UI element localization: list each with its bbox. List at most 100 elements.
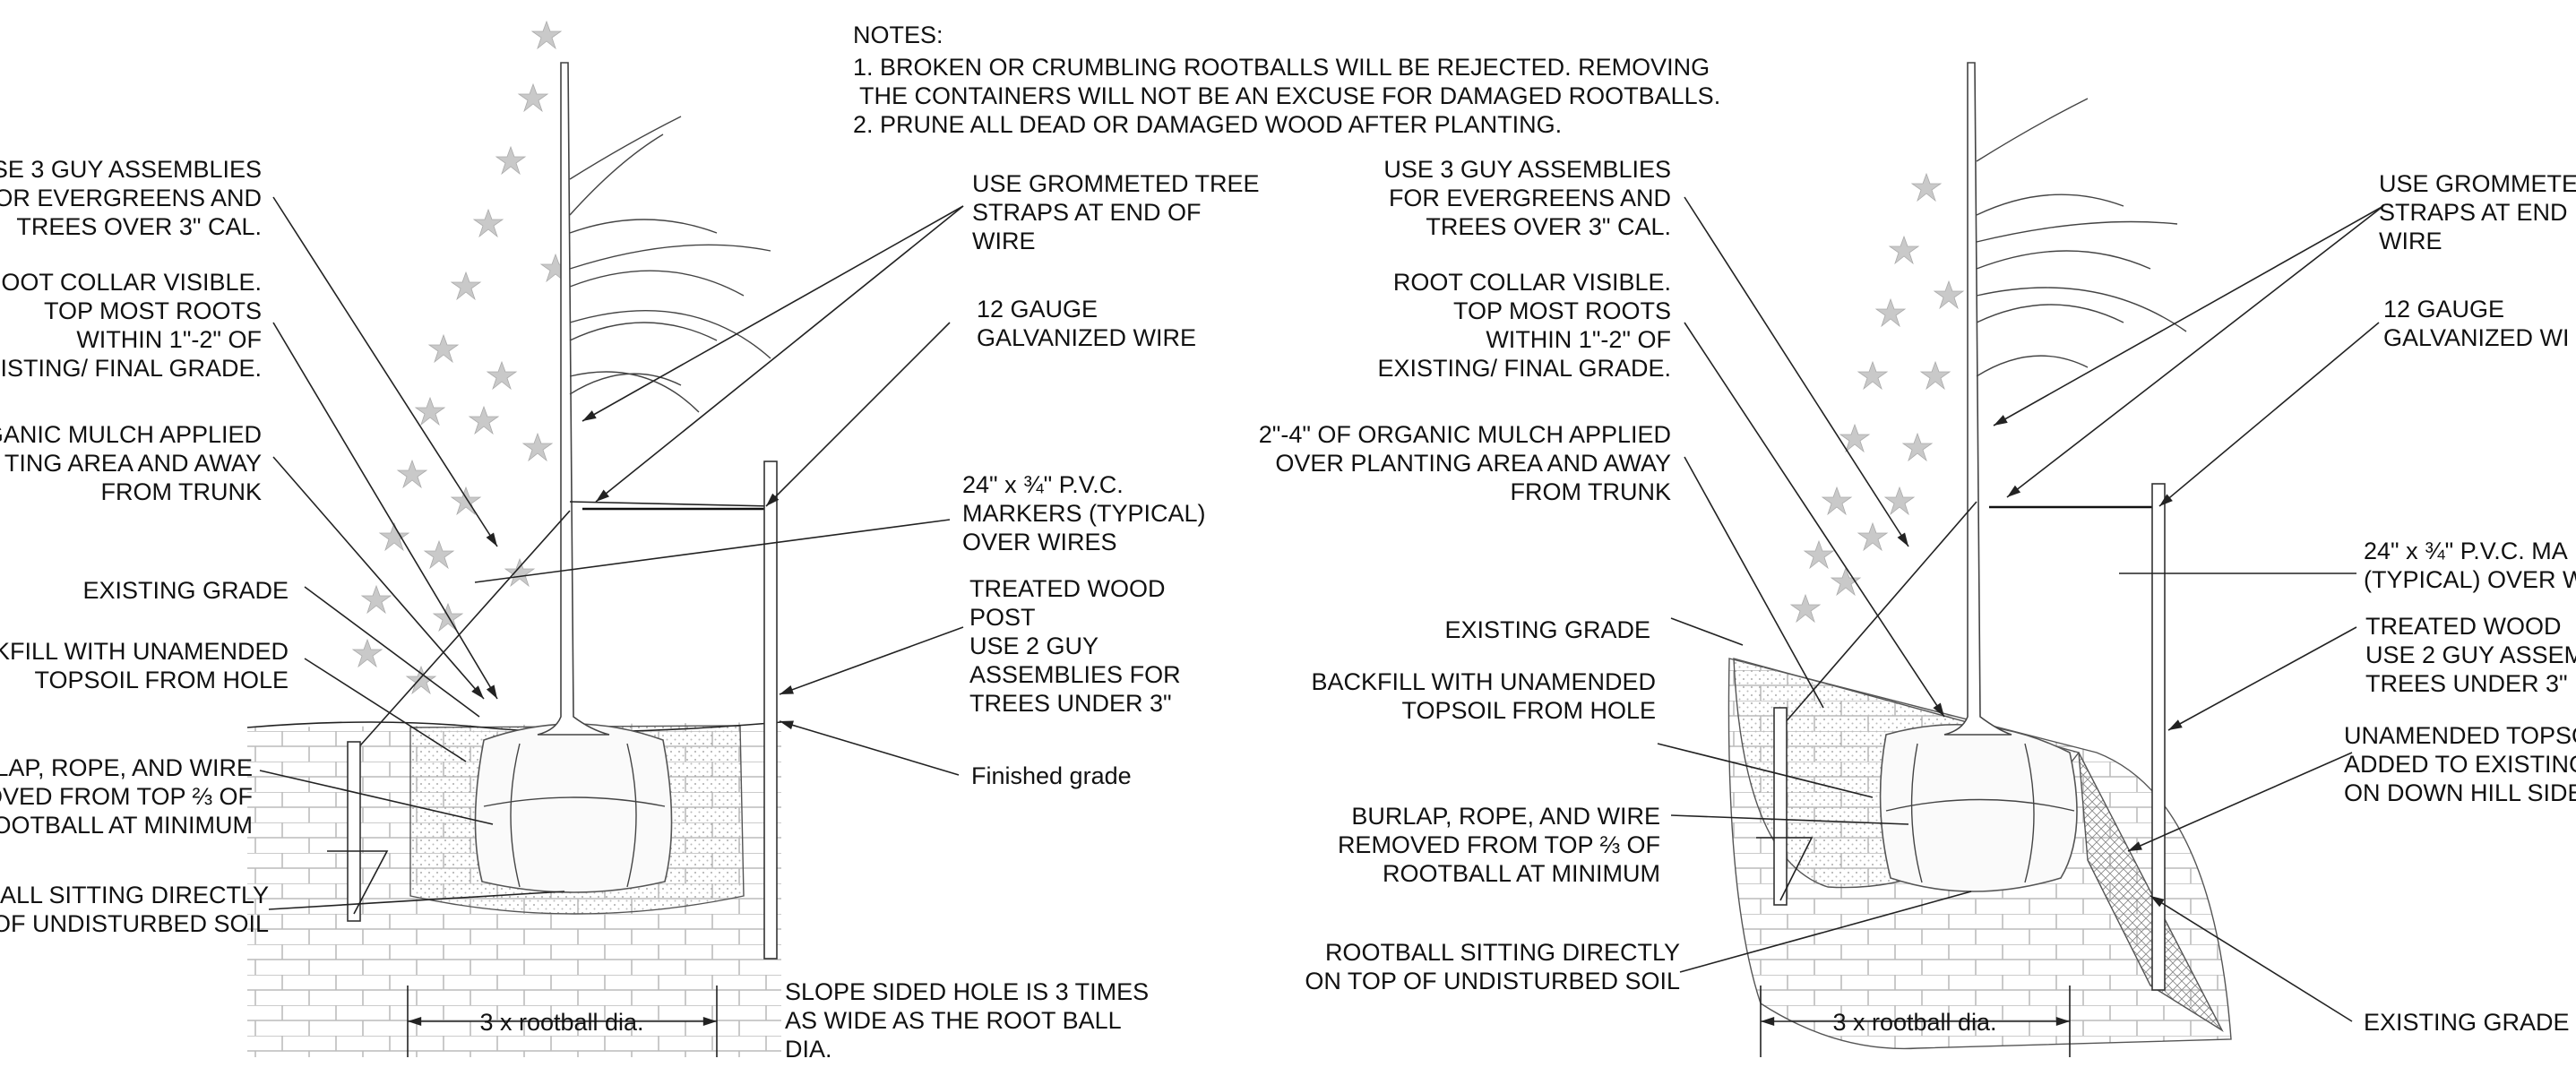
right-detail-graphics — [1727, 62, 2232, 1050]
left-dim-label-line: 3 x rootball dia. — [479, 1009, 643, 1036]
leader-arrowhead — [471, 685, 484, 699]
left-straps-label-line: WIRE — [972, 228, 1036, 254]
leader-arrowhead — [780, 720, 794, 730]
right-grade2-label: EXISTING GRADE — [2364, 1009, 2570, 1036]
notes-items-line: 2. PRUNE ALL DEAD OR DAMAGED WOOD AFTER … — [853, 111, 1562, 138]
leader-arrowhead — [2159, 494, 2173, 506]
right-collar-label-line: WITHIN 1"-2" OF — [1486, 326, 1671, 353]
right-post-label-line: TREES UNDER 3" — [2365, 670, 2568, 697]
left-finished-grade-line — [246, 721, 782, 733]
leader-arrowhead — [780, 685, 794, 694]
right-post-label-line: TREATED WOOD — [2365, 613, 2562, 640]
left-dim-label: 3 x rootball dia. — [479, 1009, 643, 1036]
right-mulch-label-line: 2"-4" OF ORGANIC MULCH APPLIED — [1259, 421, 1671, 448]
left-collar-label-line: ROOT COLLAR VISIBLE. — [0, 269, 262, 296]
right-pvc-label: 24" x ¾" P.V.C. MA(TYPICAL) OVER W — [2364, 538, 2576, 593]
right-evergreen-foliage — [1790, 173, 1964, 623]
left-burlap-label-line: LAP, ROPE, AND WIRE — [0, 754, 253, 781]
leader-arrowhead — [408, 1016, 422, 1027]
left-guy3-label-line: TREES OVER 3" CAL. — [16, 213, 262, 240]
left-post-label-line: ASSEMBLIES FOR — [969, 661, 1181, 688]
left-guy3-label-line: OR EVERGREENS AND — [0, 185, 262, 211]
left-post-label-line: TREATED WOOD — [969, 575, 1166, 602]
right-guy-stake — [1773, 707, 1788, 906]
left-rootball-label-line: OF UNDISTURBED SOIL — [0, 910, 269, 937]
right-backfill-label-line: BACKFILL WITH UNAMENDED — [1311, 668, 1656, 695]
left-straps-label-line: STRAPS AT END OF — [972, 199, 1202, 226]
left-slope-label-line: AS WIDE AS THE ROOT BALL — [785, 1007, 1122, 1034]
right-leader-lines — [1657, 196, 2384, 1057]
notes-items-line: THE CONTAINERS WILL NOT BE AN EXCUSE FOR… — [853, 82, 1720, 109]
right-guy3-label-line: TREES OVER 3" CAL. — [1426, 213, 1671, 240]
notes-items: 1. BROKEN OR CRUMBLING ROOTBALLS WILL BE… — [853, 54, 1720, 138]
leader-arrowhead — [2055, 1016, 2070, 1027]
left-mulch-label-line: FROM TRUNK — [101, 478, 263, 505]
right-mulch-label-line: OVER PLANTING AREA AND AWAY — [1275, 450, 1671, 477]
right-topsoil-label-line: ADDED TO EXISTING — [2344, 751, 2576, 778]
left-pvc-label-line: MARKERS (TYPICAL) — [962, 500, 1206, 527]
right-pvc-label-line: (TYPICAL) OVER W — [2364, 566, 2576, 593]
notes-items-line: 1. BROKEN OR CRUMBLING ROOTBALLS WILL BE… — [853, 54, 1710, 81]
leader-arrowhead — [486, 532, 497, 547]
left-rootball-label-line: ALL SITTING DIRECTLY — [0, 882, 269, 908]
left-collar-label-line: XISTING/ FINAL GRADE. — [0, 355, 262, 382]
right-topsoil-label-line: UNAMENDED TOPSO — [2344, 722, 2576, 749]
right-guy3-label-line: USE 3 GUY ASSEMBLIES — [1383, 156, 1671, 183]
right-post-label-line: USE 2 GUY ASSEM — [2365, 641, 2576, 668]
left-burlap-label-line: OVED FROM TOP ⅔ OF — [0, 783, 253, 810]
left-treated-wood-post — [763, 461, 778, 960]
right-downhill-topsoil — [2078, 752, 2224, 1032]
leader-arrowhead — [766, 493, 780, 506]
left-collar-label-line: TOP MOST ROOTS — [44, 297, 262, 324]
left-grade-label-line: EXISTING GRADE — [82, 577, 289, 604]
right-grade-label: EXISTING GRADE — [1444, 616, 1650, 643]
left-mulch-label-line: TING AREA AND AWAY — [4, 450, 262, 477]
right-burlap-label-line: ROOTBALL AT MINIMUM — [1383, 860, 1660, 887]
left-post-label-line: TREES UNDER 3" — [969, 690, 1172, 717]
left-post-label-line: POST — [969, 604, 1036, 631]
leader-arrowhead — [2168, 719, 2183, 730]
leader-arrowhead — [2128, 841, 2142, 851]
left-wire-label-line: GALVANIZED WIRE — [977, 324, 1196, 351]
leader-arrowhead — [582, 410, 597, 421]
left-guy3-label-line: SE 3 GUY ASSEMBLIES — [0, 156, 262, 183]
right-treated-wood-post — [2151, 483, 2166, 991]
left-mulch-label-line: GANIC MULCH APPLIED — [0, 421, 262, 448]
left-pvc-label-line: 24" x ¾" P.V.C. — [962, 471, 1124, 498]
right-pvc-label-line: 24" x ¾" P.V.C. MA — [2364, 538, 2568, 564]
left-wire-label-line: 12 GAUGE — [977, 296, 1098, 323]
right-burlap-label-line: BURLAP, ROPE, AND WIRE — [1351, 803, 1660, 830]
leader-arrowhead — [1994, 415, 2008, 426]
left-rootball — [474, 723, 673, 893]
left-backfill-label-line: TOPSOIL FROM HOLE — [34, 667, 289, 693]
left-tree-trunk — [537, 62, 610, 736]
leader-arrowhead — [1933, 702, 1944, 717]
left-slope-label-line: SLOPE SIDED HOLE IS 3 TIMES — [785, 978, 1149, 1005]
left-slope-label-line: DIA. — [785, 1036, 832, 1063]
right-dim-label: 3 x rootball dia. — [1832, 1009, 1996, 1036]
right-straps-label-line: STRAPS AT END — [2379, 199, 2568, 226]
left-pvc-label: 24" x ¾" P.V.C.MARKERS (TYPICAL)OVER WIR… — [962, 471, 1206, 555]
right-dim-label-line: 3 x rootball dia. — [1832, 1009, 1996, 1036]
right-collar-label-line: ROOT COLLAR VISIBLE. — [1393, 269, 1671, 296]
leader-arrowhead — [1761, 1016, 1775, 1027]
right-rootball-label-line: ON TOP OF UNDISTURBED SOIL — [1305, 968, 1680, 994]
right-guy3-label-line: FOR EVERGREENS AND — [1389, 185, 1671, 211]
